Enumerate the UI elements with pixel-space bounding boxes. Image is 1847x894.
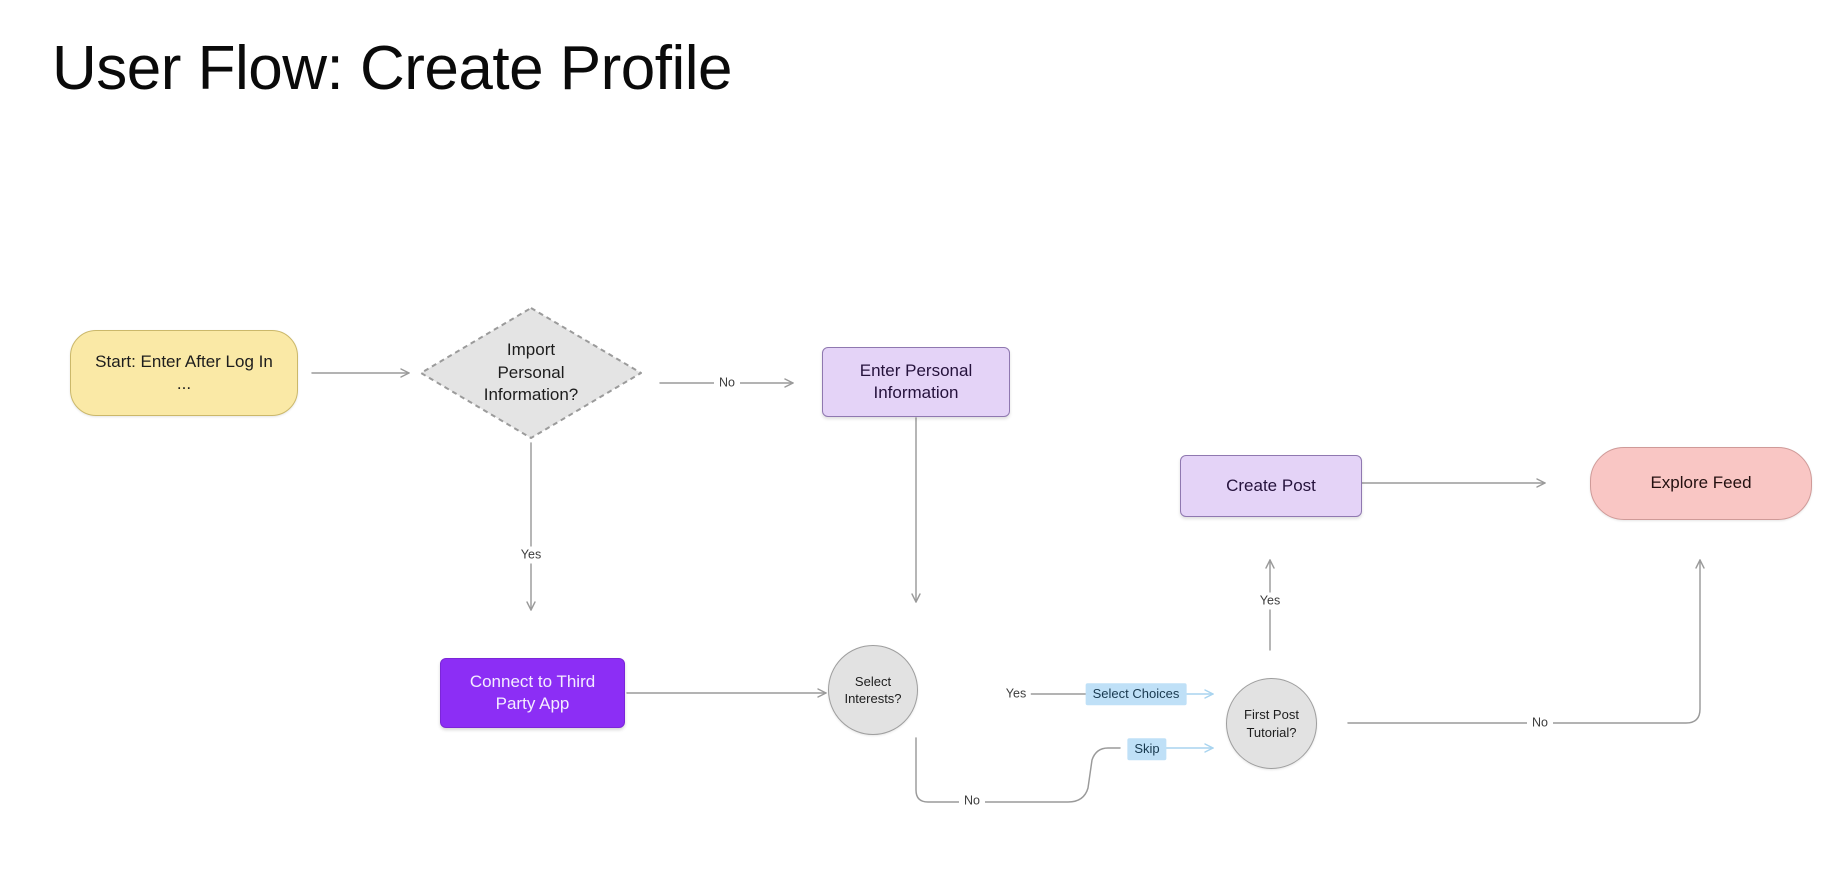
edge-label-yes-3: Yes: [1254, 592, 1286, 610]
node-first-post-tutorial-label: First Post Tutorial?: [1244, 707, 1299, 740]
node-start[interactable]: Start: Enter After Log In ...: [70, 330, 298, 416]
edge-firstpost-no: [1347, 559, 1705, 724]
node-explore-feed-label: Explore Feed: [1650, 473, 1752, 493]
edge-label-skip: Skip: [1127, 738, 1167, 760]
edge-label-no-1: No: [714, 374, 740, 392]
edge-label-no-3: No: [1527, 714, 1553, 732]
edge-label-select-choices: Select Choices: [1085, 683, 1187, 705]
node-select-interests[interactable]: Select Interests?: [828, 645, 918, 735]
page-title: User Flow: Create Profile: [52, 34, 733, 103]
node-enter-personal-information-label: Enter Personal Information: [859, 360, 973, 402]
node-start-label: Start: Enter After Log In ...: [95, 351, 273, 393]
edge-label-yes-1: Yes: [515, 546, 547, 564]
node-explore-feed[interactable]: Explore Feed: [1590, 447, 1812, 520]
edge-interests-no-seg1: [915, 737, 1121, 803]
decision-diamond-shape: [420, 307, 642, 439]
node-connect-third-party-app-label: Connect to Third Party App: [469, 671, 596, 713]
node-select-interests-label: Select Interests?: [844, 673, 902, 706]
edge-label-no-2: No: [959, 792, 985, 810]
node-connect-third-party-app[interactable]: Connect to Third Party App: [440, 658, 625, 728]
node-import-decision-label: Import Personal Information?: [483, 339, 579, 405]
node-create-post-label: Create Post: [1226, 475, 1316, 495]
node-enter-personal-information[interactable]: Enter Personal Information: [822, 347, 1010, 417]
node-first-post-tutorial[interactable]: First Post Tutorial?: [1226, 678, 1317, 769]
node-import-decision[interactable]: Import Personal Information?: [418, 305, 644, 441]
edge-label-yes-2: Yes: [1000, 685, 1032, 703]
node-create-post[interactable]: Create Post: [1180, 455, 1362, 517]
